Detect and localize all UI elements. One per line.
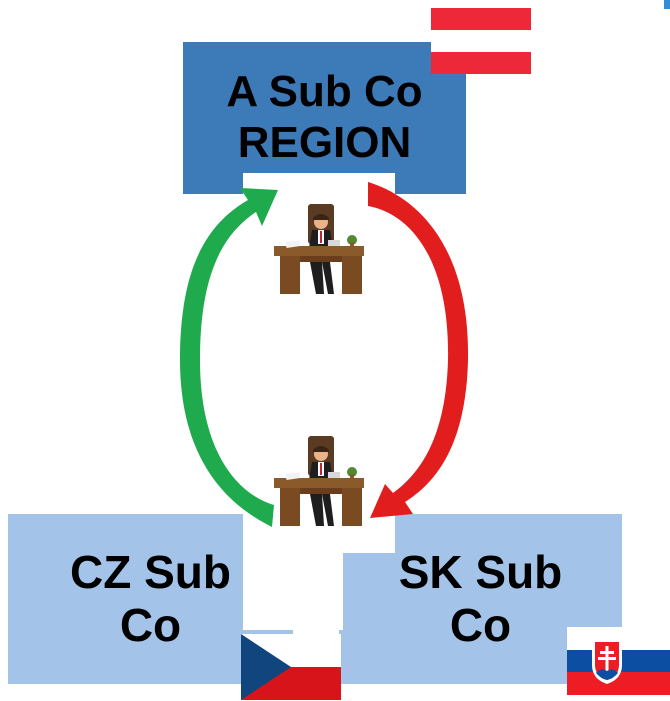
businessman-at-desk-icon	[274, 436, 364, 526]
austria-flag	[431, 8, 531, 74]
region-box-line1: A Sub Co	[226, 67, 423, 117]
corner-mark	[664, 0, 670, 9]
sk-box-line1: SK Sub	[398, 546, 563, 599]
sk-box-line2: Co	[449, 599, 512, 651]
cz-box-line1: CZ Sub	[70, 546, 231, 599]
bottom-image-panel	[243, 530, 343, 630]
czech-flag	[241, 634, 341, 700]
red-down-arrow	[368, 182, 469, 518]
green-up-arrow	[180, 188, 278, 527]
slovakia-flag	[567, 627, 670, 695]
cz-box-line2: Co	[119, 599, 182, 651]
region-box-line2: REGION	[237, 118, 412, 167]
region-box: A Sub Co REGION	[183, 42, 466, 194]
businessman-at-desk-icon	[274, 204, 364, 294]
